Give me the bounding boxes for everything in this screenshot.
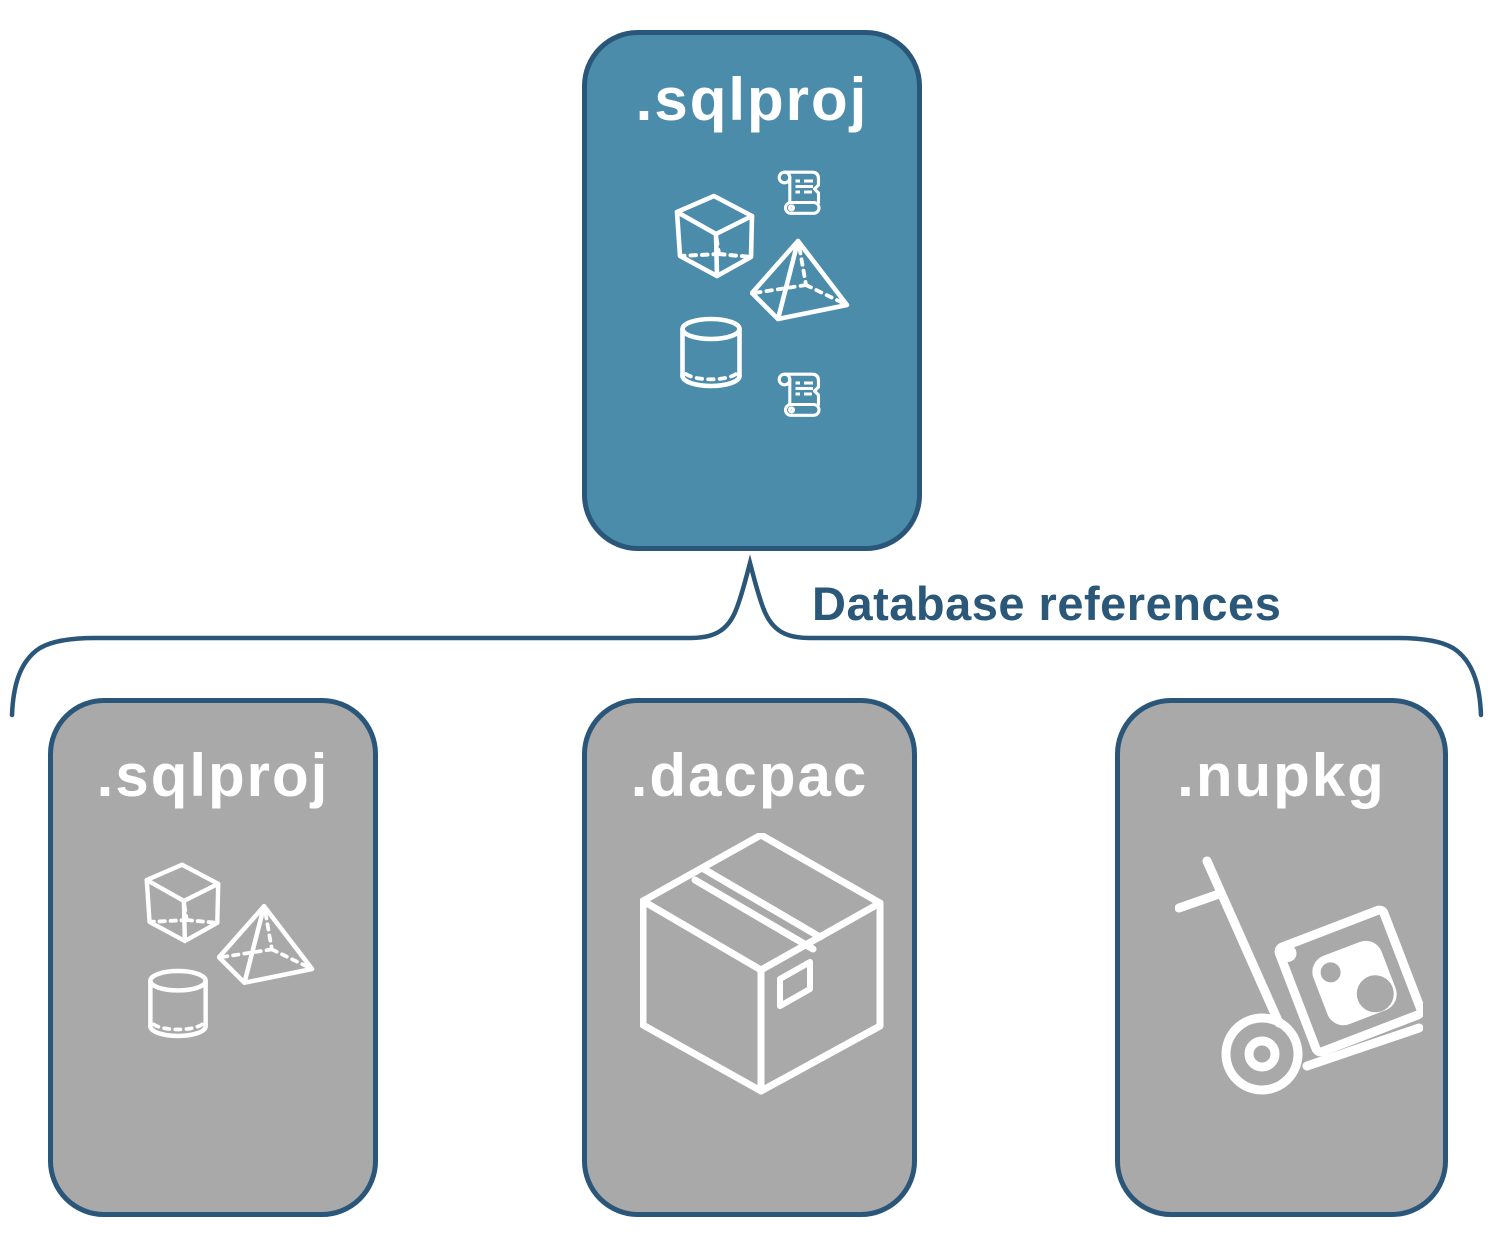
child-node-label: .nupkg bbox=[1177, 742, 1386, 809]
root-node-label: .sqlproj bbox=[635, 66, 869, 133]
pyramid-icon bbox=[750, 238, 850, 322]
pyramid-icon bbox=[217, 903, 315, 986]
cube-icon bbox=[141, 856, 223, 944]
child-node-label: .dacpac bbox=[630, 742, 869, 809]
brace-connector bbox=[9, 554, 1484, 718]
scroll-icon bbox=[773, 367, 825, 421]
dacpac-node: .dacpac bbox=[582, 698, 917, 1217]
cylinder-icon bbox=[678, 316, 744, 390]
nuget-handtruck-icon bbox=[1175, 853, 1423, 1095]
nupkg-node: .nupkg bbox=[1115, 698, 1448, 1217]
sqlproj-root-node: .sqlproj bbox=[582, 30, 922, 551]
package-box-icon bbox=[640, 833, 884, 1095]
database-references-label: Database references bbox=[812, 577, 1282, 630]
cylinder-icon bbox=[146, 968, 210, 1040]
child-node-label: .sqlproj bbox=[96, 742, 330, 809]
scroll-icon bbox=[773, 165, 825, 219]
cube-icon bbox=[671, 187, 757, 279]
sqlproj-child-node: .sqlproj bbox=[48, 698, 378, 1217]
